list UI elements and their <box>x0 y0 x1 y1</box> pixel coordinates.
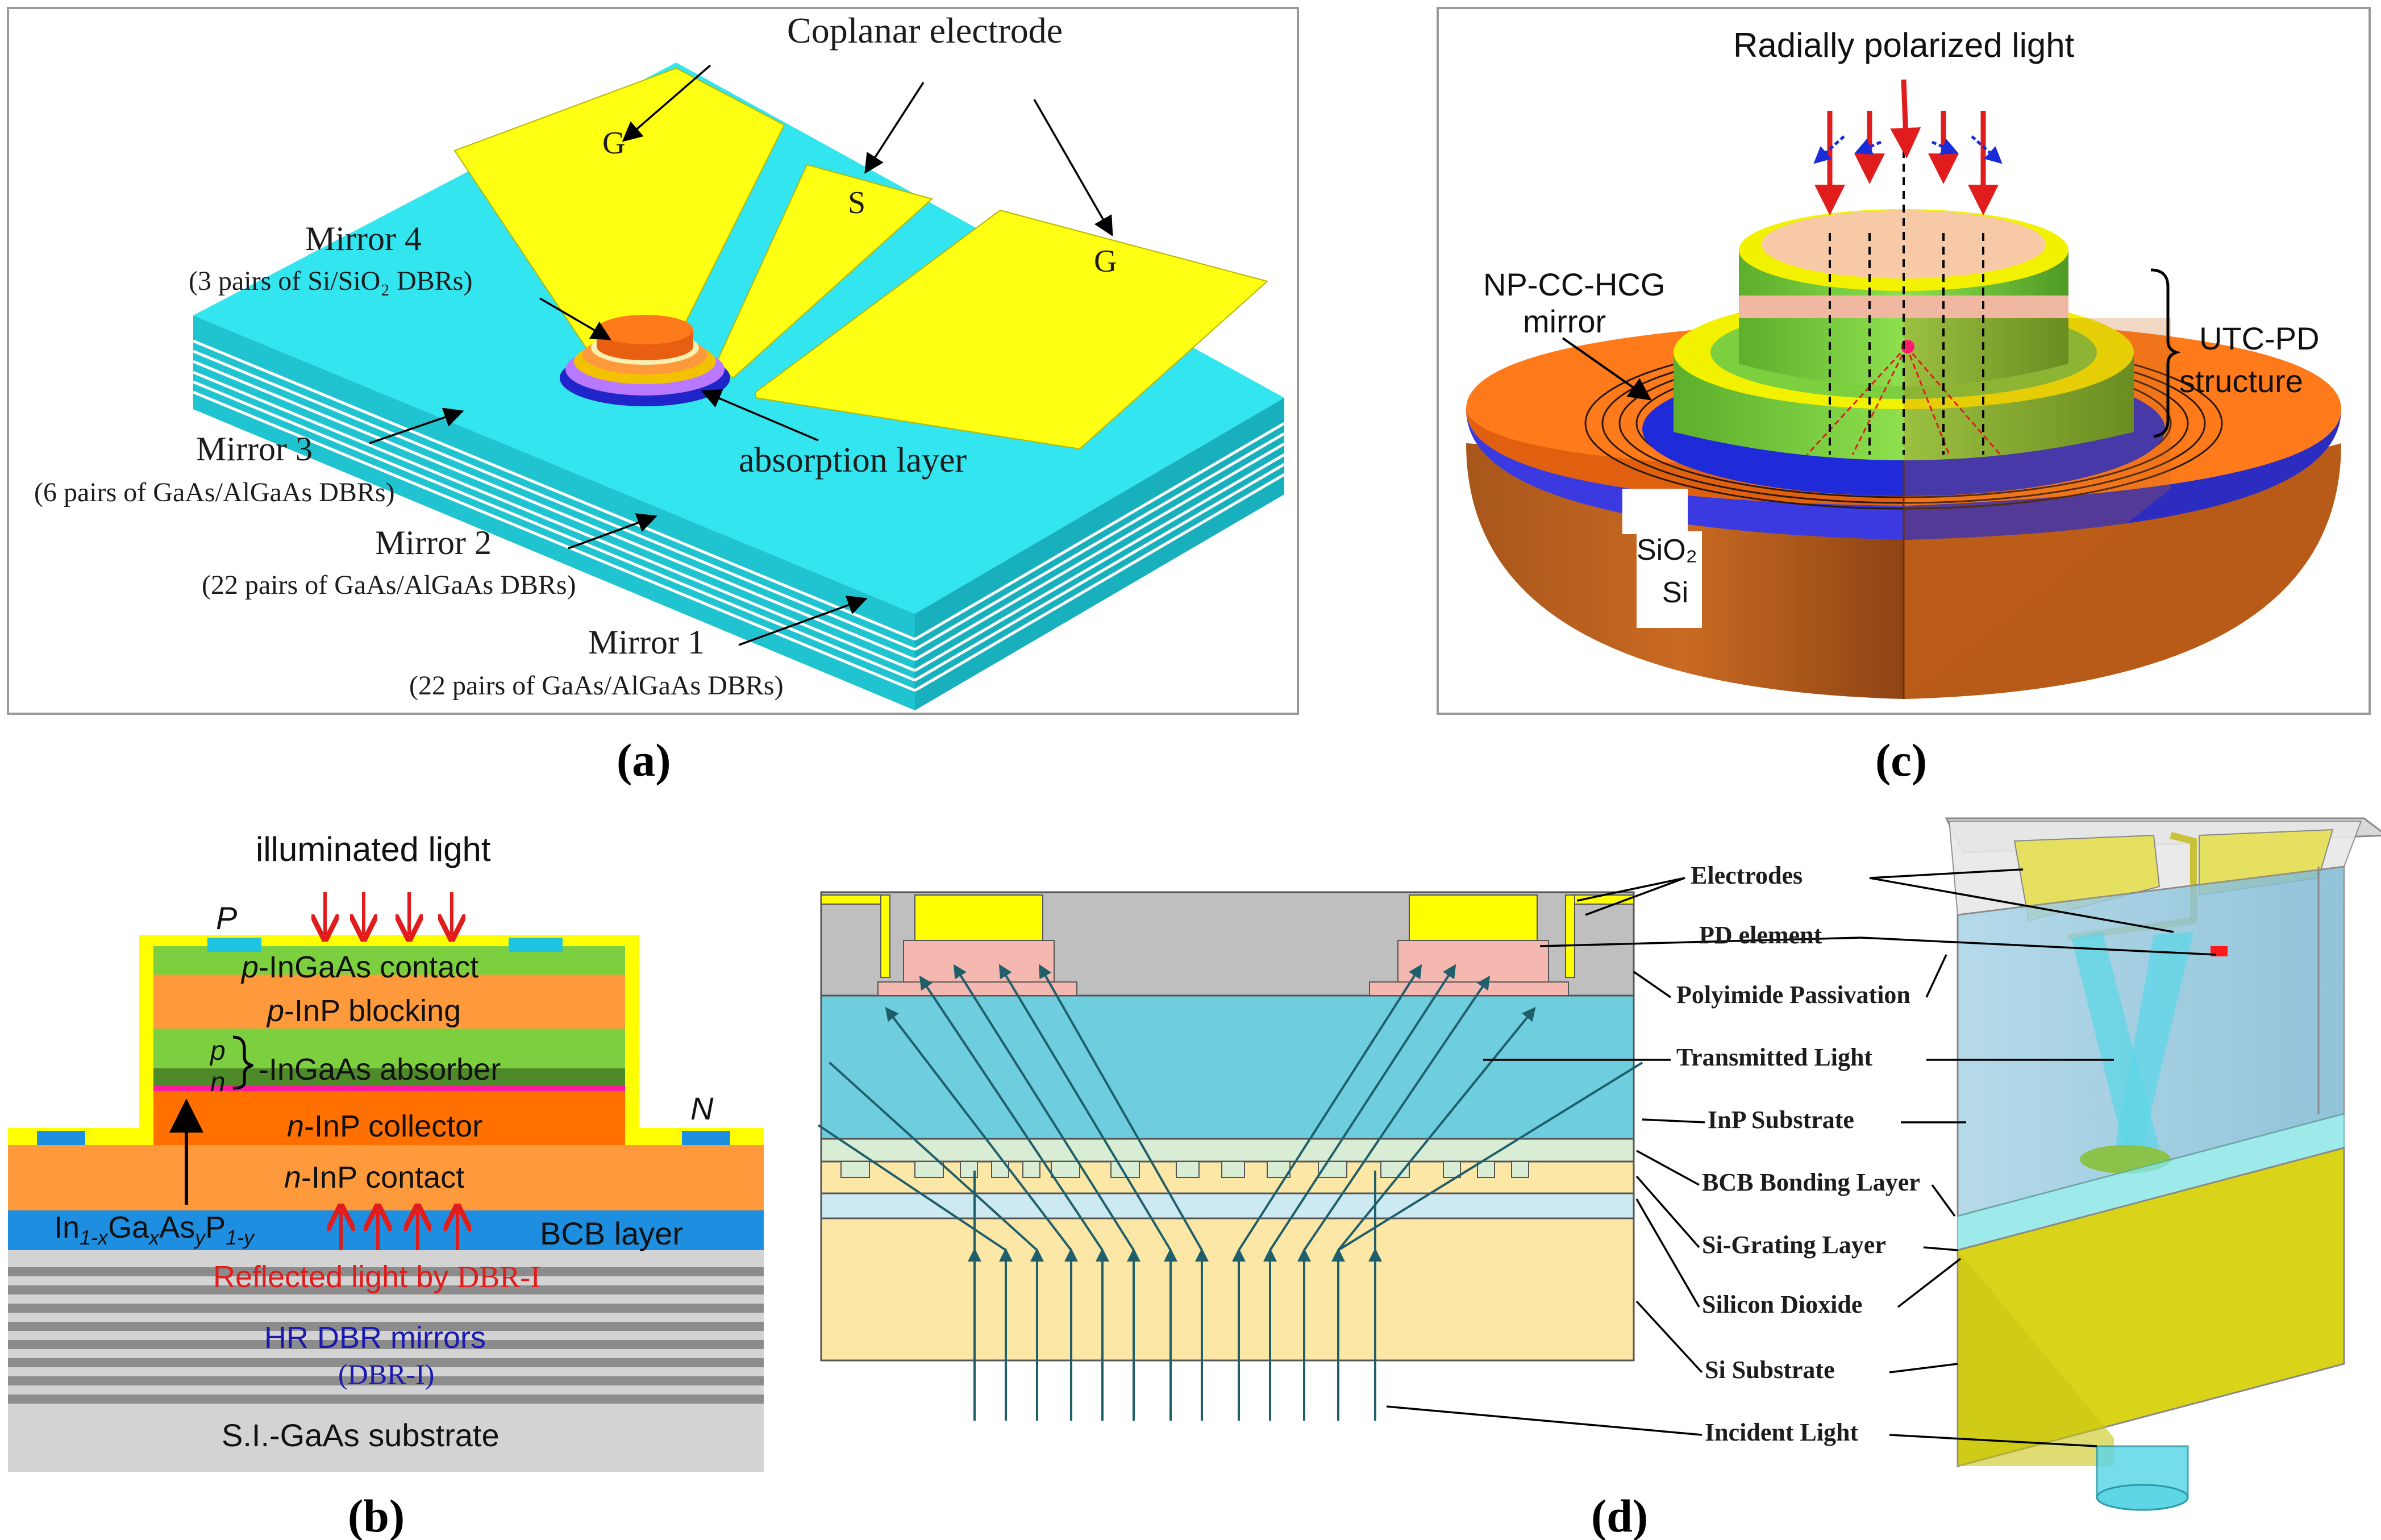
caption-b: (b) <box>348 1490 405 1540</box>
silicon-dioxide <box>820 1192 1635 1219</box>
mirror1-title: Mirror 1 <box>588 623 705 661</box>
incident-label: Incident Light <box>1705 1418 1859 1446</box>
illuminated-arrows <box>325 892 452 935</box>
n-inp-contact <box>8 1145 764 1210</box>
sio2-band-right <box>1904 409 2341 540</box>
n-ingaas-absorber <box>153 1068 625 1085</box>
p-ingaas-contact-label: p-InGaAs contact <box>240 950 478 984</box>
reflected-arrows <box>341 1210 457 1250</box>
sio2-band-left <box>1466 409 1904 540</box>
pad-g1-label: G <box>602 126 625 161</box>
n-electrode-label: N <box>690 1091 714 1126</box>
si-grating-label: Si-Grating Layer <box>1702 1231 1886 1259</box>
electrodes-label: Electrodes <box>1691 861 1803 889</box>
device-3d-view <box>1945 817 2381 1511</box>
sio2-label: SiO₂ <box>1637 534 1697 567</box>
hr-dbr-label: HR DBR mirrors <box>264 1321 486 1355</box>
si-label-box <box>1637 531 1702 628</box>
coplanar-electrode-label: Coplanar electrode <box>787 10 1063 51</box>
polyimide-label: Polyimide Passivation <box>1676 981 1910 1009</box>
transmitted-label: Transmitted Light <box>1676 1043 1872 1071</box>
reflected-light-label: Reflected light by DBR-I <box>213 1260 540 1294</box>
caption-a: (a) <box>617 734 671 786</box>
dbr-stripes <box>8 1267 764 1404</box>
mirror2-desc: (22 pairs of GaAs/AlGaAs DBRs) <box>202 570 576 600</box>
sio2-label-box <box>1622 489 1688 534</box>
panel-c: Radially polarized light NP-CC-HCG mirro… <box>1437 7 2371 786</box>
si-substrate <box>820 1217 1635 1362</box>
mirror1-desc: (22 pairs of GaAs/AlGaAs DBRs) <box>409 671 784 701</box>
panel-a: Coplanar electrode G S G Mirror 4 (3 pai… <box>7 7 1299 786</box>
illuminated-light-label: illuminated light <box>256 830 491 868</box>
bcb-layer-label: BCB layer <box>540 1216 683 1251</box>
n-inp-collector <box>153 1091 625 1145</box>
dbr-i-label: (DBR-I) <box>338 1358 434 1390</box>
structure-label: structure <box>2179 363 2303 399</box>
p-inp-blocking-label: p-InP blocking <box>266 994 461 1028</box>
mirror2-title: Mirror 2 <box>375 524 492 561</box>
contact-label: n-InP contact <box>284 1160 464 1194</box>
ground-pad-right <box>755 209 1269 450</box>
p-inp-blocking <box>153 975 625 1029</box>
dbr-slab-sides <box>193 315 1285 710</box>
panel-d: Electrodes PD element Polyimide Passivat… <box>817 817 2381 1540</box>
pad-g2-label: G <box>1094 244 1117 279</box>
silicon-dioxide-label: Silicon Dioxide <box>1702 1291 1862 1318</box>
mirror-label: mirror <box>1523 303 1606 339</box>
bcb-bonding-label: BCB Bonding Layer <box>1702 1168 1920 1196</box>
absorber-n-label: n <box>210 1067 226 1097</box>
mirror4-title: Mirror 4 <box>305 220 422 257</box>
light-rays <box>817 964 1643 1421</box>
si-substrate-label: Si Substrate <box>1705 1356 1835 1384</box>
absorber-label: -InGaAs absorber <box>259 1052 501 1087</box>
absorber-p-label: p <box>209 1036 226 1066</box>
np-cc-hcg-label: NP-CC-HCG <box>1483 267 1665 302</box>
substrate-label: S.I.-GaAs substrate <box>222 1417 499 1453</box>
mirror3-desc: (6 pairs of GaAs/AlGaAs DBRs) <box>34 477 395 507</box>
si-label: Si <box>1662 576 1688 609</box>
radially-polarized-label: Radially polarized light <box>1733 26 2075 64</box>
inp-substrate <box>820 994 1635 1140</box>
pd-elements <box>877 940 1569 996</box>
collector-label: n-InP collector <box>287 1109 482 1143</box>
utc-pd-label: UTC-PD <box>2199 321 2320 356</box>
pad-s-label: S <box>848 185 865 220</box>
ground-pad-left <box>453 67 785 376</box>
mesa-stack <box>560 315 730 406</box>
label-leaders <box>1386 868 2217 1447</box>
quaternary-layer <box>153 1085 625 1091</box>
caption-d: (d) <box>1591 1490 1648 1540</box>
pd-element-label: PD element <box>1699 921 1822 949</box>
utc-pd-bracket <box>2150 268 2181 438</box>
caption-c: (c) <box>1875 734 1927 786</box>
p-electrode-label: P <box>216 900 237 936</box>
mirror3-title: Mirror 3 <box>196 430 313 468</box>
inp-substrate-label: InP Substrate <box>1708 1106 1854 1134</box>
p-ingaas-absorber <box>153 1029 625 1068</box>
absorption-layer-label: absorption layer <box>739 441 967 480</box>
panel-b: illuminated light P N p-InGaAs contact p… <box>8 830 764 1540</box>
mirror4-desc: (3 pairs of Si/SiO₂ DBRs) <box>189 266 472 296</box>
quaternary-label: In1-xGaxAsyP1-y <box>54 1210 255 1249</box>
